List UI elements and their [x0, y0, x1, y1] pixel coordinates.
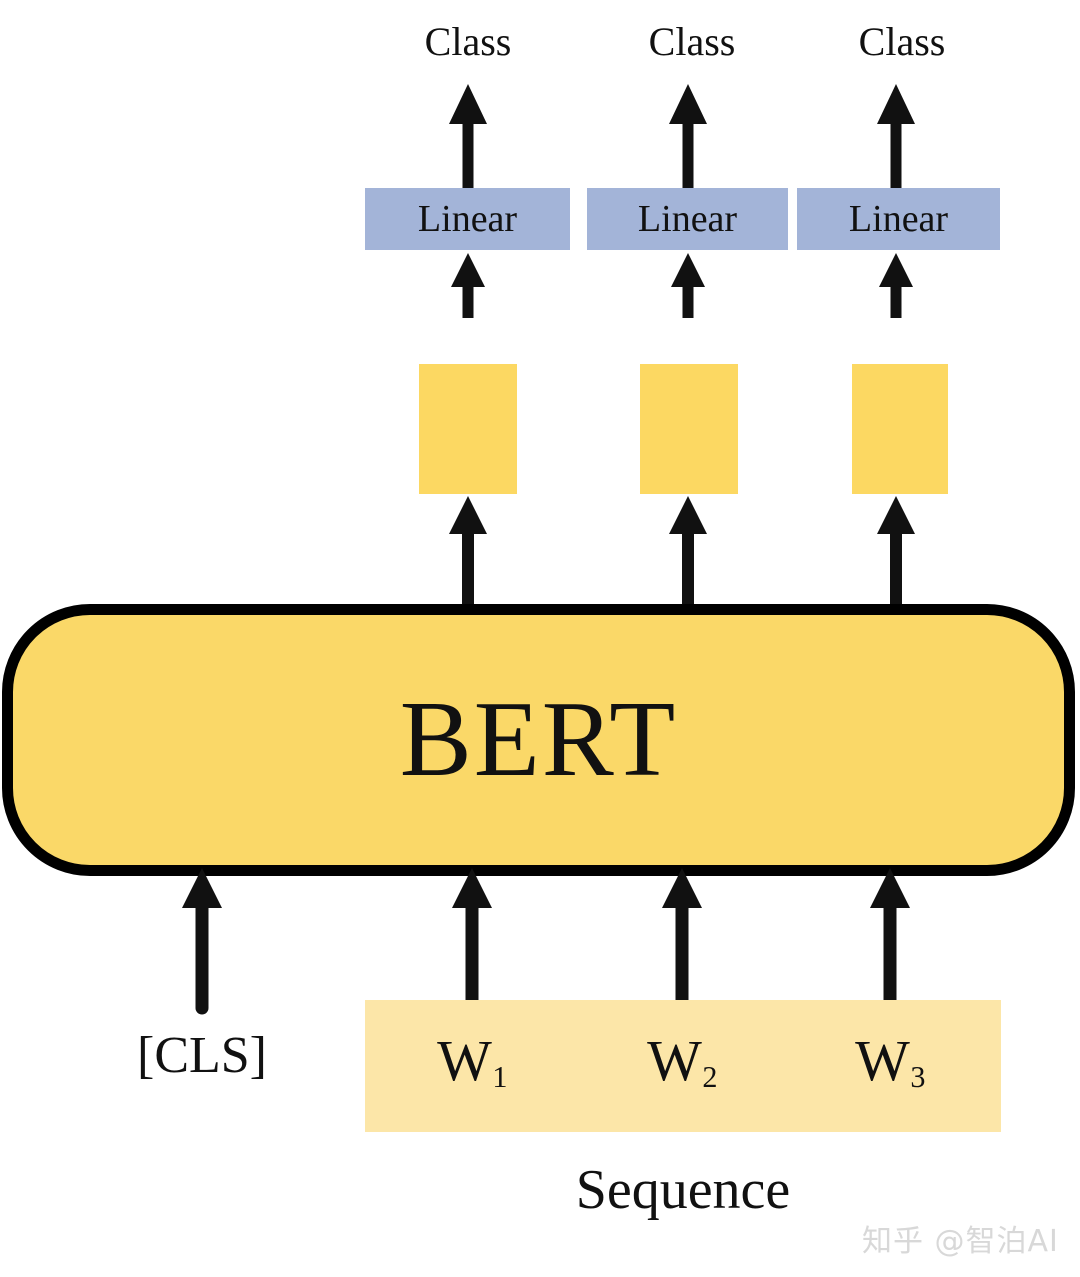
- arrow-cls-to-bert: [182, 868, 222, 1015]
- sequence-token-1-subscript: 1: [492, 1059, 508, 1094]
- hidden-state-box-1[interactable]: [419, 364, 517, 494]
- arrow-state-to-linear-2: [671, 253, 705, 318]
- hidden-state-box-2[interactable]: [640, 364, 738, 494]
- arrow-w3-to-bert: [870, 868, 910, 1015]
- arrow-w1-to-bert: [452, 868, 492, 1015]
- bert-label: BERT: [399, 680, 678, 799]
- zhihu-watermark: 知乎 @智泊AI: [862, 1224, 1059, 1259]
- sequence-token-2-subscript: 2: [702, 1059, 718, 1094]
- sequence-token-2-base: W: [647, 1028, 702, 1093]
- output-class-label-1: Class: [424, 19, 512, 64]
- arrow-bert-to-state-1: [449, 496, 487, 608]
- linear-layer-box-3[interactable]: Linear: [797, 188, 1000, 250]
- arrow-bert-to-state-2: [669, 496, 707, 608]
- output-class-label-3: Class: [858, 19, 946, 64]
- arrow-linear-to-class-3: [877, 84, 915, 194]
- cls-token-label: [CLS]: [137, 1027, 267, 1084]
- linear-layer-box-2[interactable]: Linear: [587, 188, 788, 250]
- bert-encoder-block[interactable]: BERT: [2, 604, 1075, 876]
- arrow-state-to-linear-3: [879, 253, 913, 318]
- output-class-label-2: Class: [648, 19, 736, 64]
- sequence-token-1-base: W: [437, 1028, 492, 1093]
- sequence-token-3-subscript: 3: [910, 1059, 926, 1094]
- linear-layer-box-1[interactable]: Linear: [365, 188, 570, 250]
- arrow-w2-to-bert: [662, 868, 702, 1015]
- sequence-caption: Sequence: [575, 1159, 791, 1221]
- arrow-bert-to-state-3: [877, 496, 915, 608]
- hidden-state-box-3[interactable]: [852, 364, 948, 494]
- sequence-strip[interactable]: [365, 1000, 1001, 1132]
- linear-layer-label-3: Linear: [848, 198, 949, 240]
- arrow-linear-to-class-2: [669, 84, 707, 194]
- linear-layer-label-1: Linear: [417, 198, 518, 240]
- sequence-token-3: W3: [830, 1032, 950, 1092]
- sequence-token-1: W1: [412, 1032, 532, 1092]
- arrow-state-to-linear-1: [451, 253, 485, 318]
- linear-layer-label-2: Linear: [637, 198, 738, 240]
- sequence-token-3-base: W: [855, 1028, 910, 1093]
- arrow-linear-to-class-1: [449, 84, 487, 194]
- sequence-token-2: W2: [622, 1032, 742, 1092]
